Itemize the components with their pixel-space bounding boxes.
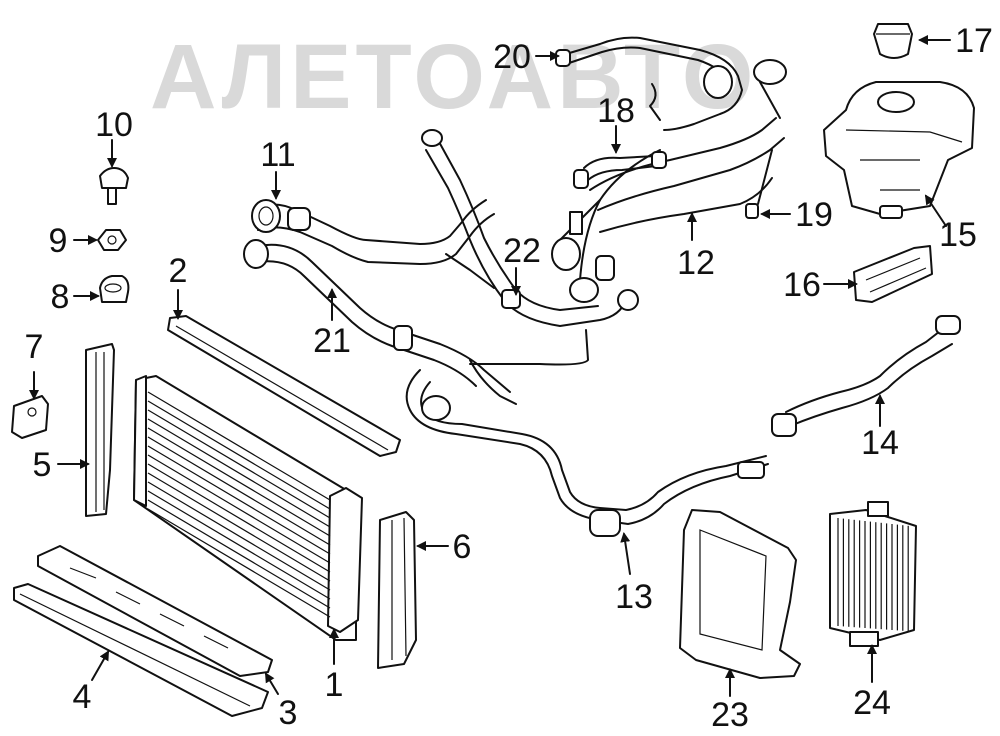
part-24-aux-cooler <box>829 501 917 647</box>
part-14-hose <box>771 315 961 437</box>
part-7-bracket <box>11 395 49 439</box>
callout-labels: 1 2 3 4 5 6 7 8 9 10 11 12 13 14 15 16 1… <box>25 22 993 734</box>
part-6-right-air-guide <box>377 511 417 669</box>
part-11-upper-hose <box>251 199 495 265</box>
leaders <box>29 35 951 697</box>
callout-7: 7 <box>25 328 44 366</box>
callout-12: 12 <box>677 244 715 282</box>
part-16-bracket <box>853 245 933 303</box>
part-17-tank-cap <box>873 23 913 59</box>
callout-13: 13 <box>615 578 653 616</box>
callout-19: 19 <box>795 196 833 234</box>
callout-4: 4 <box>73 678 92 716</box>
cooler-fins <box>837 518 909 632</box>
callout-2: 2 <box>169 252 188 290</box>
part-1-radiator <box>133 375 363 641</box>
part-12-hose-assembly <box>551 59 787 303</box>
callout-20: 20 <box>493 38 531 76</box>
part-2-top-panel <box>167 315 401 457</box>
callout-22: 22 <box>503 232 541 270</box>
part-4-lower-shroud <box>13 583 269 717</box>
callout-17: 17 <box>955 22 993 60</box>
callout-24: 24 <box>853 684 891 722</box>
part-15-expansion-tank <box>823 81 975 219</box>
callout-21: 21 <box>313 322 351 360</box>
part-22-vent-hose <box>421 129 639 405</box>
callout-9: 9 <box>49 222 68 260</box>
radiator-fins <box>147 391 331 618</box>
part-8-grommet <box>99 275 130 303</box>
callout-23: 23 <box>711 696 749 734</box>
part-18-small-hose <box>573 151 667 189</box>
callout-8: 8 <box>51 278 70 316</box>
part-3-bottom-panel <box>37 545 273 677</box>
callout-11: 11 <box>260 136 295 174</box>
callout-6: 6 <box>453 528 472 566</box>
callout-15: 15 <box>939 216 977 254</box>
callout-10: 10 <box>95 106 133 144</box>
callout-3: 3 <box>279 694 298 732</box>
part-23-frame <box>679 509 801 679</box>
callout-1: 1 <box>325 666 344 704</box>
part-21-lower-hose <box>243 239 511 393</box>
callout-14: 14 <box>861 424 899 462</box>
callout-18: 18 <box>597 92 635 130</box>
watermark-text: АЛЕТОАВТО <box>150 26 758 128</box>
callout-5: 5 <box>33 446 52 484</box>
part-9-nut <box>97 229 127 251</box>
part-10-bolt <box>99 167 129 205</box>
part-5-left-air-guide <box>85 343 115 517</box>
callout-16: 16 <box>783 266 821 304</box>
part-13-coolant-line <box>405 369 769 537</box>
